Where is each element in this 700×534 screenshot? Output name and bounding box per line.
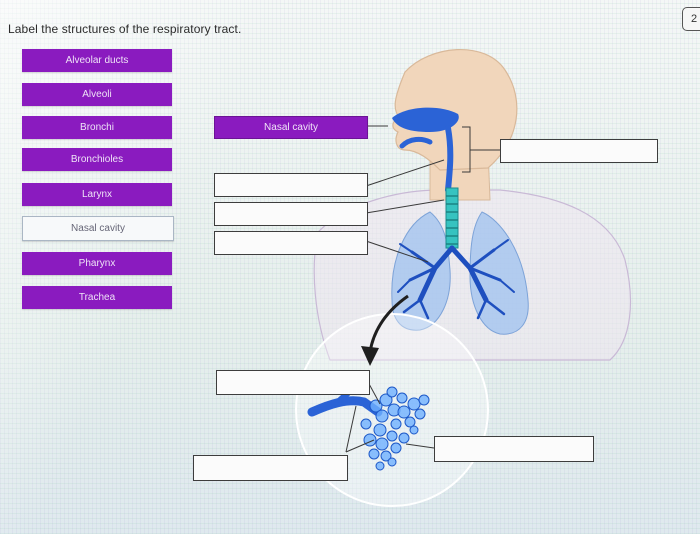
alveoli-cluster [360,386,430,471]
pharynx-shape [445,125,454,193]
label-chip-bronchi[interactable]: Bronchi [22,116,172,139]
label-chip-larynx[interactable]: Larynx [22,183,172,206]
question-number-badge: 2 [682,7,700,31]
drop-target-4[interactable] [214,202,368,226]
bronchial-tree [397,239,515,320]
drop-target-5[interactable] [214,231,368,255]
zoom-arrow-head [361,346,379,366]
drop-target-7[interactable] [193,455,348,481]
chip-label: Alveoli [82,89,112,100]
label-chip-bronchioles[interactable]: Bronchioles [22,148,172,171]
chip-label: Pharynx [78,258,116,269]
drop-target-1[interactable]: Nasal cavity [214,116,368,139]
drop-target-2[interactable] [500,139,658,163]
drop-target-3[interactable] [214,173,368,197]
chip-label: Larynx [81,189,112,200]
label-chip-alveolar-ducts[interactable]: Alveolar ducts [22,49,172,72]
trachea-rings [446,195,458,245]
leader-lines [345,125,500,453]
label-chip-nasal-cavity-used: Nasal cavity [22,216,174,241]
zoom-arrow [368,294,409,353]
drop-target-label: Nasal cavity [264,122,318,133]
drop-target-6[interactable] [216,370,370,395]
chip-label: Alveolar ducts [65,55,129,66]
trachea-shape [445,187,459,249]
chip-label: Trachea [78,292,116,303]
oral-tract-shape [399,136,433,149]
question-title: Label the structures of the respiratory … [8,22,242,36]
nasal-cavity-shape [392,107,459,132]
chip-label: Bronchioles [70,154,124,165]
label-chip-trachea[interactable]: Trachea [22,286,172,309]
label-chip-alveoli[interactable]: Alveoli [22,83,172,106]
chip-label: Nasal cavity [71,223,125,234]
drop-target-8[interactable] [434,436,594,462]
label-chip-pharynx[interactable]: Pharynx [22,252,172,275]
chip-label: Bronchi [80,122,114,133]
